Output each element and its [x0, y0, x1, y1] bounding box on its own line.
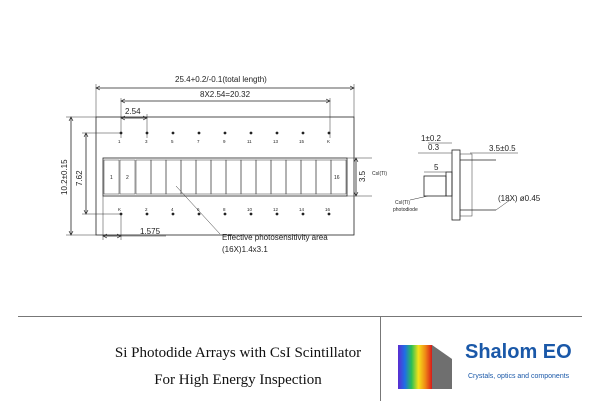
pin-dot — [327, 212, 331, 216]
effective-area-leader — [175, 185, 221, 235]
pixel-cell — [180, 159, 197, 195]
pin-label: 12 — [273, 207, 279, 212]
pin-dot — [171, 131, 175, 135]
pin-label: K — [118, 207, 121, 212]
pin-label: 5 — [171, 139, 174, 144]
pitch-span-label: 8X2.54=20.32 — [200, 90, 251, 99]
effective-area-label-1: Effective photosensitivity area — [222, 233, 328, 242]
pin-label: 8 — [223, 207, 226, 212]
pitch-label: 2.54 — [125, 107, 141, 116]
side-dim-c-label: 3.5±0.5 — [489, 144, 516, 153]
side-crystal — [445, 171, 453, 197]
pin-label: 7 — [197, 139, 200, 144]
bottom-pin-row: K 2 4 6 8 10 12 14 16 — [118, 207, 331, 216]
pixel-label-last: 16 — [334, 175, 340, 181]
pixel-strip: 1 2 16 — [102, 157, 348, 197]
title-line-2: For High Energy Inspection — [154, 372, 322, 388]
side-view — [423, 149, 496, 221]
pin-label: 2 — [145, 207, 148, 212]
pixel-cell — [119, 159, 136, 195]
height-outer-label: 10.2±0.15 — [60, 159, 69, 195]
pin-dot — [249, 131, 253, 135]
scintillator-label: CsI(Tl) — [372, 171, 387, 177]
height-inner-label: 7.62 — [75, 170, 84, 186]
title-line-1: Si Photodide Arrays with CsI Scintillato… — [114, 345, 362, 361]
pin-label: 16 — [325, 207, 331, 212]
pixel-cell — [285, 159, 302, 195]
pin-label: 13 — [273, 139, 279, 144]
pin-label: 15 — [299, 139, 305, 144]
prism-logo-icon — [398, 345, 452, 389]
pin-dot — [171, 212, 175, 216]
side-dim-d-label: 5 — [434, 163, 439, 172]
pixel-label-second: 2 — [126, 175, 129, 181]
pin-dot — [249, 212, 253, 216]
side-label-pd: photodiode — [393, 207, 418, 213]
pixel-cell — [330, 159, 347, 195]
pin-dot — [275, 212, 279, 216]
side-pin-dia-label: (18X) ø0.45 — [498, 194, 541, 203]
pin-label: 14 — [299, 207, 305, 212]
pin-label: 4 — [171, 207, 174, 212]
pixel-cell — [240, 159, 257, 195]
pin-label: 6 — [197, 207, 200, 212]
pin-dot — [197, 212, 201, 216]
pin-label: 9 — [223, 139, 226, 144]
pixel-cell — [103, 159, 120, 195]
pixel-cell — [150, 159, 167, 195]
total-length-label: 25.4+0.2/-0.1(total length) — [175, 75, 267, 84]
side-pin-dia-leader — [495, 199, 511, 211]
pin-dot — [275, 131, 279, 135]
pin-label: 3 — [145, 139, 148, 144]
pixel-label-first: 1 — [110, 175, 113, 181]
pin-dot — [327, 131, 331, 135]
pixel-cell — [300, 159, 317, 195]
brand-name: Shalom EO — [465, 341, 572, 363]
pixel-cell — [315, 159, 332, 195]
side-label-leader — [409, 195, 429, 201]
brand-tagline: Crystals, optics and components — [468, 373, 570, 380]
pixel-cell — [270, 159, 287, 195]
pixel-cell — [195, 159, 212, 195]
pixel-cell — [225, 159, 242, 195]
effective-area-label-2: (16X)1.4x3.1 — [222, 245, 268, 254]
pin-dot — [145, 212, 149, 216]
pixel-strip-outline — [102, 157, 348, 197]
pin-label: 1 — [118, 139, 121, 144]
pixel-cell — [210, 159, 227, 195]
side-dim-b-label: 0.3 — [428, 143, 440, 152]
pin-label: K — [327, 139, 330, 144]
title-block: Si Photodide Arrays with CsI Scintillato… — [18, 316, 582, 401]
pin-dot — [197, 131, 201, 135]
edge-offset-label: 1.575 — [140, 227, 161, 236]
pin-dot — [223, 212, 227, 216]
pin-dot — [145, 131, 149, 135]
title-divider — [380, 317, 381, 401]
pin-dot — [301, 131, 305, 135]
pin-label: 10 — [247, 207, 253, 212]
pin-dot — [301, 212, 305, 216]
board-outline — [95, 116, 355, 236]
pin-dot — [223, 131, 227, 135]
pin-label: 11 — [247, 139, 252, 144]
side-label-csi: CsI(Tl) — [395, 200, 410, 206]
side-photodiode — [423, 175, 447, 197]
pixel-cell — [255, 159, 272, 195]
top-pin-row: 1 3 5 7 9 11 13 15 K — [118, 131, 331, 144]
side-mount — [459, 153, 473, 217]
pixel-height-label: 3.5 — [358, 170, 367, 182]
side-board — [451, 149, 461, 221]
side-dim-a-label: 1±0.2 — [421, 134, 442, 143]
pixel-cell — [135, 159, 152, 195]
